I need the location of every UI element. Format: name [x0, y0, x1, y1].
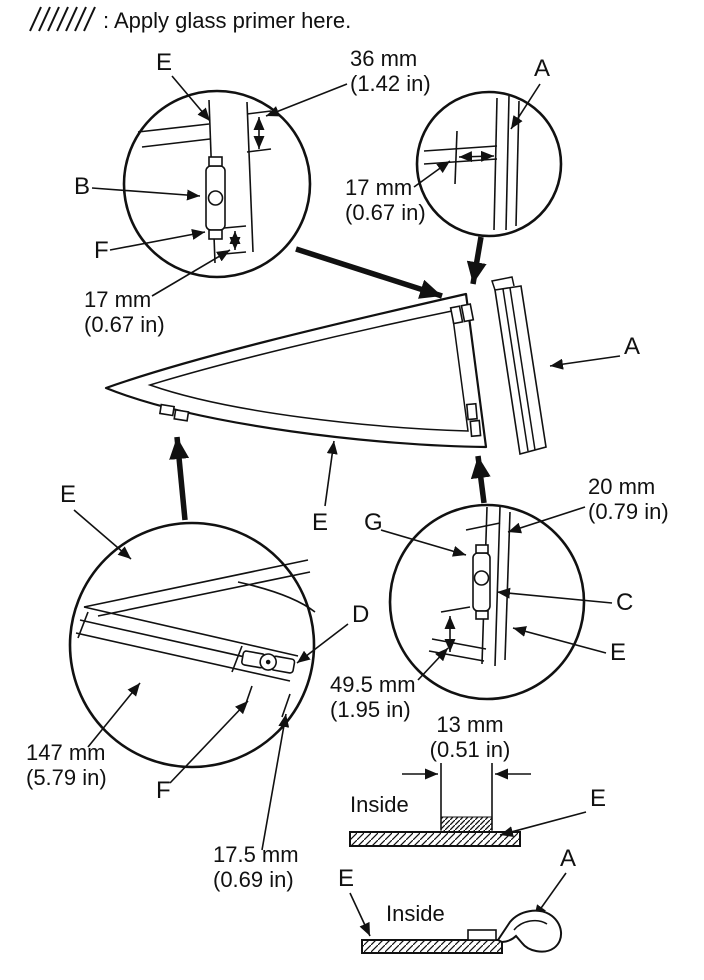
clip-d [241, 650, 296, 674]
dim-17-5mm-value: 17.5 mm [213, 842, 299, 867]
clip-g [472, 544, 491, 620]
dim-20mm-value: 20 mm [588, 474, 655, 499]
glass-clip-bottom-left [158, 403, 190, 422]
molding-a-profile [496, 909, 562, 953]
legend-text: : Apply glass primer here. [103, 8, 351, 33]
dim-147mm-value: 147 mm [26, 740, 105, 765]
zoom-arrow-top-right [466, 236, 487, 285]
dim-17mm-rear-inches: (0.67 in) [345, 200, 426, 225]
dim-17mm-front-inches: (0.67 in) [84, 312, 165, 337]
glass-section-bar-1 [349, 831, 521, 847]
detail-view-front-upper-clip: E B F 36 mm (1.42 in) 17 mm (0.67 in) [74, 46, 431, 337]
label-e-bottom: E [60, 481, 76, 508]
label-f-front: F [94, 237, 109, 264]
label-a-main: A [624, 333, 640, 360]
glass-clip-rear-lower [465, 402, 482, 438]
legend: : Apply glass primer here. [29, 6, 351, 33]
dim-17mm-rear-value: 17 mm [345, 175, 412, 200]
detail-view-bottom-strip: E 147 mm (5.79 in) D F 17.5 mm (0.69 in) [26, 481, 369, 892]
label-f-bottom: F [156, 777, 171, 804]
dim-17-5mm-inches: (0.69 in) [213, 867, 294, 892]
label-d: D [352, 601, 369, 628]
quarter-glass-main-view: A E [104, 276, 640, 536]
rear-molding-strip [491, 276, 547, 456]
label-g: G [364, 509, 383, 536]
dim-49-5mm-inches: (1.95 in) [330, 697, 411, 722]
primer-hatch-icon [29, 6, 96, 32]
dim-147mm-inches: (5.79 in) [26, 765, 107, 790]
section-clip-step [467, 929, 497, 941]
glass-inner-line [147, 310, 469, 432]
molding-a-inner-line [513, 919, 548, 931]
glass-section-bar-2 [361, 939, 503, 954]
detail-view-rear-upper-edge: A 17 mm (0.67 in) [345, 55, 563, 238]
label-b: B [74, 173, 90, 200]
label-a-rear-upper: A [534, 55, 550, 82]
detail-view-rear-lower-clip: G 20 mm (0.79 in) C E 49.5 mm (1.95 in) [330, 474, 669, 722]
dim-13mm-inches: (0.51 in) [430, 737, 511, 762]
label-e-front-upper: E [156, 49, 172, 76]
zoom-arrow-top-left [295, 246, 443, 299]
label-a-section-2: A [560, 845, 576, 872]
label-e-section-2: E [338, 865, 354, 892]
inside-label-2: Inside [386, 901, 445, 926]
dim-13mm-value: 13 mm [436, 712, 503, 737]
dim-49-5mm-value: 49.5 mm [330, 672, 416, 697]
cross-section-primer-width: 13 mm (0.51 in) Inside E [349, 712, 606, 847]
label-e-section-1: E [590, 785, 606, 812]
label-c: C [616, 589, 633, 616]
label-e-main: E [312, 509, 328, 536]
dim-36mm-inches: (1.42 in) [350, 71, 431, 96]
zoom-arrow-bottom-right [470, 455, 491, 504]
zoom-arrow-bottom-left [169, 436, 190, 521]
inside-label-1: Inside [350, 792, 409, 817]
clip-b [205, 156, 226, 240]
dim-17mm-front-value: 17 mm [84, 287, 151, 312]
glass-clip-top [449, 303, 475, 325]
label-e-rear-lower: E [610, 639, 626, 666]
primer-bead-patch [440, 816, 493, 833]
cross-section-molding: E Inside A [338, 845, 576, 954]
dim-20mm-inches: (0.79 in) [588, 499, 669, 524]
glass-outline [104, 292, 488, 449]
dim-36mm-value: 36 mm [350, 46, 417, 71]
